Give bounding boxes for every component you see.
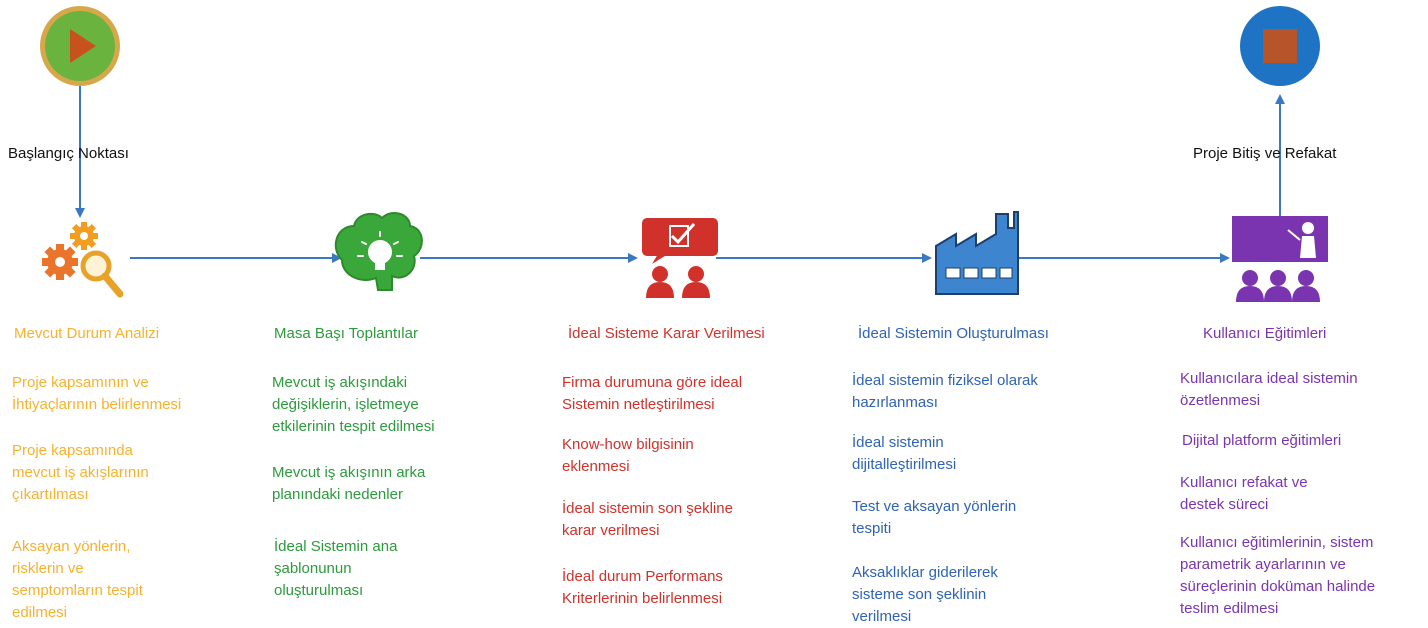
training-presentation-icon <box>1232 216 1328 302</box>
factory-icon <box>935 211 1019 295</box>
stage-5-item-2: Dijital platform eğitimleri <box>1182 432 1342 449</box>
brain-lightbulb-icon <box>334 211 423 291</box>
end-stop-icon <box>1240 6 1320 86</box>
flow-arrows <box>75 86 1285 263</box>
stage-1-title: Mevcut Durum Analizi <box>14 325 160 342</box>
start-play-icon <box>40 6 120 86</box>
gears-magnifier-icon <box>42 222 124 298</box>
start-label: Başlangıç Noktası <box>8 145 129 162</box>
people-decision-icon <box>642 218 718 298</box>
stage-4-title: İdeal Sistemin Oluşturulması <box>858 325 1049 342</box>
end-label: Proje Bitiş ve Refakat <box>1193 145 1337 162</box>
stage-5-title: Kullanıcı Eğitimleri <box>1203 325 1327 342</box>
stage-3-title: İdeal Sisteme Karar Verilmesi <box>568 325 765 342</box>
stage-2-title: Masa Başı Toplantılar <box>274 325 418 342</box>
